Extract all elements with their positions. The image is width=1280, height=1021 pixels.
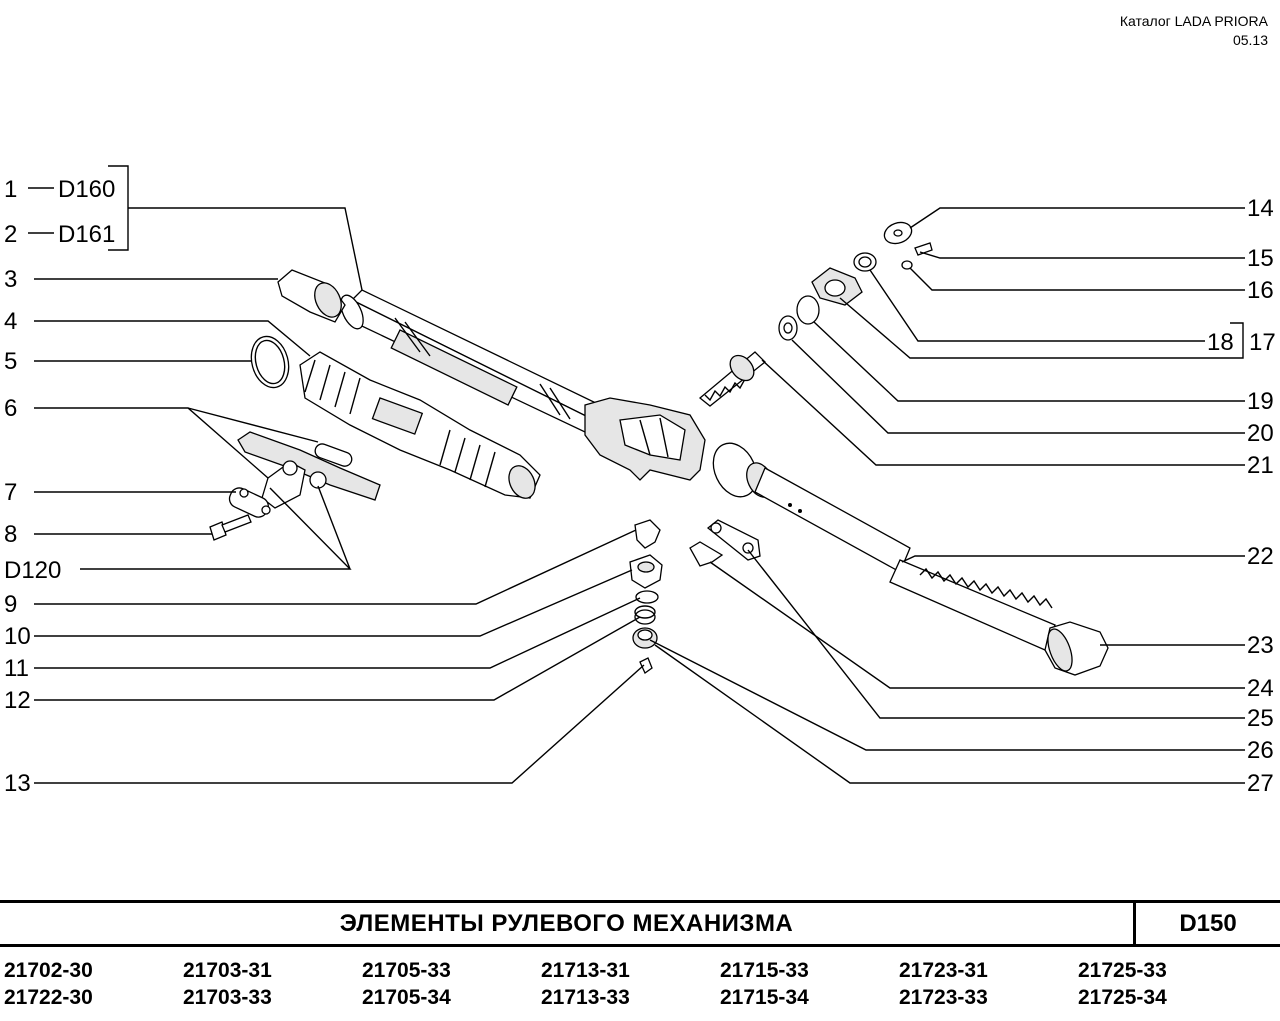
- plunger-10: [629, 554, 663, 589]
- callout-7: 7: [4, 479, 17, 506]
- callout-14: 14: [1247, 195, 1274, 222]
- callout-1: 1: [4, 176, 17, 203]
- spring-12: [634, 605, 656, 625]
- callout-19: 19: [1247, 388, 1274, 415]
- clip-24: [689, 541, 724, 567]
- callout-13: 13: [4, 770, 31, 797]
- callout-15: 15: [1247, 245, 1274, 272]
- callout-12: 12: [4, 687, 31, 714]
- catalog-header: Каталог LADA PRIORA: [1119, 13, 1268, 29]
- callout-11: 11: [4, 655, 29, 682]
- model-code: 21705-34: [362, 986, 451, 1009]
- callout-9: 9: [4, 591, 17, 618]
- model-code: 21715-34: [720, 986, 809, 1009]
- model-code: 21703-31: [183, 959, 272, 982]
- callout-21: 21: [1247, 452, 1274, 479]
- callout-18: 18: [1207, 329, 1234, 356]
- callout-d120: D120: [4, 557, 61, 584]
- model-code: 21722-30: [4, 986, 93, 1009]
- callout-5: 5: [4, 348, 17, 375]
- lock-screw-13: [639, 657, 653, 674]
- callout-3: 3: [4, 266, 17, 293]
- seal-ring-19: [796, 295, 820, 325]
- model-code: 21715-33: [720, 959, 809, 982]
- page-title: ЭЛЕМЕНТЫ РУЛЕВОГО МЕХАНИЗМА: [339, 910, 794, 937]
- seal-20: [778, 315, 798, 341]
- callout-23: 23: [1247, 632, 1274, 659]
- callout-2: 2: [4, 221, 17, 248]
- rubber-boot-4: [299, 351, 541, 499]
- catalog-date: 05.13: [1232, 32, 1268, 48]
- bracket-25: [706, 519, 761, 561]
- washer-16: [901, 260, 913, 270]
- exploded-parts-diagram: 1 D160 2 D161 3 4 5 6 7 8 D120 9 10 11 1…: [4, 165, 1276, 797]
- mounting-bracket: [237, 431, 381, 509]
- callout-d160: D160: [58, 176, 115, 203]
- callout-26: 26: [1247, 737, 1274, 764]
- plate-7: [228, 487, 271, 518]
- callout-17: 17: [1249, 329, 1276, 356]
- pinion-shaft-21: [698, 351, 766, 407]
- rack-end-cap: [1044, 621, 1109, 676]
- model-code: 21705-33: [362, 959, 451, 982]
- model-code: 21713-31: [541, 959, 630, 982]
- washer-14: [883, 221, 913, 245]
- callout-6: 6: [4, 395, 17, 422]
- steering-rack-housing: [340, 289, 911, 573]
- boot-3: [277, 269, 346, 323]
- bolt-15: [914, 242, 933, 256]
- title-top-rule: [0, 900, 1280, 903]
- callout-22: 22: [1247, 543, 1274, 570]
- o-ring-11: [635, 590, 659, 604]
- title-block: ЭЛЕМЕНТЫ РУЛЕВОГО МЕХАНИЗМА D150: [0, 903, 1280, 945]
- model-code: 21725-34: [1078, 986, 1167, 1009]
- callout-24: 24: [1247, 675, 1274, 702]
- leader-lines: [28, 187, 1245, 784]
- model-list: 21702-30 21703-31 21705-33 21713-31 2171…: [0, 955, 1280, 1015]
- callout-10: 10: [4, 623, 31, 650]
- model-code: 21725-33: [1078, 959, 1167, 982]
- callout-16: 16: [1247, 277, 1274, 304]
- steering-rack: [889, 559, 1056, 651]
- group-bracket-right: [1230, 322, 1244, 359]
- clamp-5: [250, 335, 290, 389]
- model-code: 21713-33: [541, 986, 630, 1009]
- bearing-18: [853, 252, 877, 272]
- callout-20: 20: [1247, 420, 1274, 447]
- page-code: D150: [1179, 910, 1237, 937]
- callout-4: 4: [4, 308, 17, 335]
- adjusting-nut-26: [632, 627, 658, 649]
- model-code: 21723-31: [899, 959, 988, 982]
- model-code: 21702-30: [4, 959, 93, 982]
- bolt-8: [209, 514, 252, 541]
- cover-17: [811, 267, 863, 306]
- callout-d161: D161: [58, 221, 115, 248]
- title-separator: [1133, 903, 1136, 945]
- callout-27: 27: [1247, 770, 1274, 797]
- model-code: 21723-33: [899, 986, 988, 1009]
- callout-25: 25: [1247, 705, 1274, 732]
- sleeve-9: [634, 519, 661, 549]
- title-bottom-rule: [0, 944, 1280, 947]
- model-code: 21703-33: [183, 986, 272, 1009]
- callout-8: 8: [4, 521, 17, 548]
